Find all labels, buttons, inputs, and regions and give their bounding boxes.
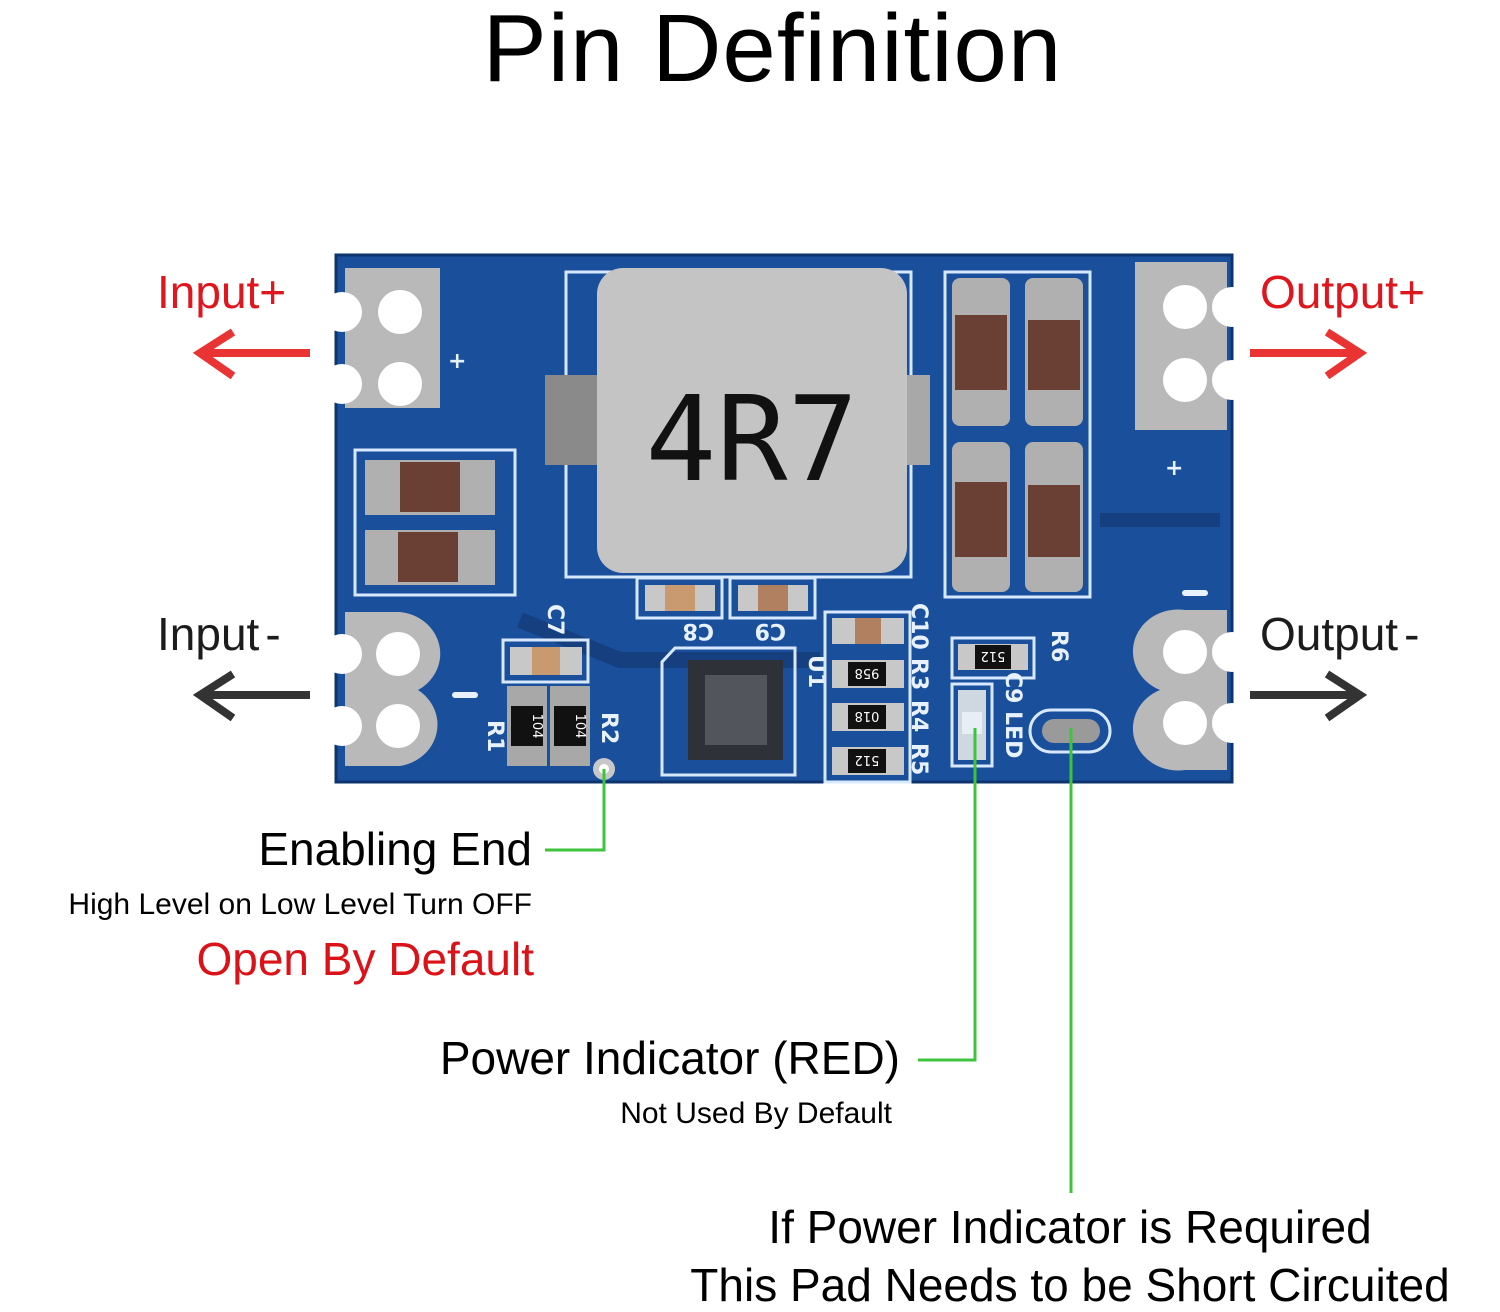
resistor-code: 512	[855, 752, 880, 767]
power-indicator-leader-line	[918, 728, 977, 1062]
input-minus-pad	[322, 612, 441, 766]
resistor-code: 104	[529, 714, 544, 739]
output-plus-label: Output+	[1260, 266, 1425, 318]
input-minus-text: Input	[157, 608, 260, 660]
short-pad-note-line2: This Pad Needs to be Short Circuited	[690, 1259, 1450, 1311]
inductor-marking: 4R7	[645, 370, 858, 508]
short-pad-note-line1: If Power Indicator is Required	[768, 1201, 1372, 1253]
capacitor-c7	[501, 638, 590, 684]
output-plus-pad	[1135, 262, 1252, 430]
capacitor-c8	[635, 576, 724, 620]
power-indicator-title: Power Indicator (RED)	[439, 1032, 900, 1084]
silk-c10: C10	[906, 603, 931, 650]
enable-default-note: Open By Default	[196, 933, 534, 985]
resistor-code: 104	[572, 714, 587, 739]
input-minus-label: Input-	[157, 608, 281, 660]
resistor-code: 958	[855, 665, 880, 680]
enable-title: Enabling End	[258, 823, 532, 875]
silk-c8: C8	[683, 618, 714, 643]
inductor	[597, 268, 907, 573]
silk-r6: R6	[1046, 630, 1071, 662]
silk-c9: C9	[755, 618, 786, 643]
enable-leader-line	[545, 769, 606, 852]
silk-r2: R2	[596, 712, 621, 744]
resistor-code: 018	[855, 708, 880, 723]
resistor-column: 958 018 512	[823, 610, 912, 784]
minus-sign: -	[1404, 608, 1420, 660]
input-plus-label: Input+	[157, 266, 287, 318]
silk-r5: R5	[906, 743, 931, 775]
pcb-board: + + 4R7	[322, 253, 1252, 784]
silk-c7: C7	[542, 604, 567, 635]
resistor-r1: 104	[507, 686, 547, 766]
silk-r3: R3	[906, 658, 931, 690]
silk-r1: R1	[482, 720, 507, 752]
arrow-left-icon	[192, 670, 310, 722]
output-minus-pad	[1132, 609, 1252, 771]
page-title: Pin Definition	[482, 0, 1063, 102]
arrow-right-icon	[1250, 670, 1368, 722]
output-minus-label: Output-	[1260, 608, 1419, 660]
silk-c9-led: C9 LED	[1000, 672, 1025, 758]
resistor-r2: 104	[550, 686, 590, 766]
enable-subtitle: High Level on Low Level Turn OFF	[68, 888, 532, 921]
silk-plus: +	[448, 349, 466, 374]
power-led	[950, 682, 994, 768]
arrow-right-icon	[1250, 328, 1368, 380]
input-capacitors	[353, 448, 517, 597]
arrow-left-icon	[192, 328, 310, 380]
output-minus-text: Output	[1260, 608, 1399, 660]
ic-u1	[660, 646, 797, 777]
silk-minus	[1182, 590, 1208, 596]
capacitor-c9	[728, 576, 817, 620]
silk-plus: +	[1165, 456, 1183, 481]
inductor-terminal	[545, 375, 605, 465]
silk-r4: R4	[906, 700, 931, 732]
silk-minus	[452, 692, 478, 698]
power-indicator-subtitle: Not Used By Default	[620, 1097, 892, 1130]
resistor-code: 512	[981, 648, 1006, 663]
input-plus-pad	[322, 268, 440, 408]
minus-sign: -	[265, 608, 281, 660]
resistor-r6: 512	[950, 636, 1036, 680]
output-capacitors	[943, 270, 1092, 599]
